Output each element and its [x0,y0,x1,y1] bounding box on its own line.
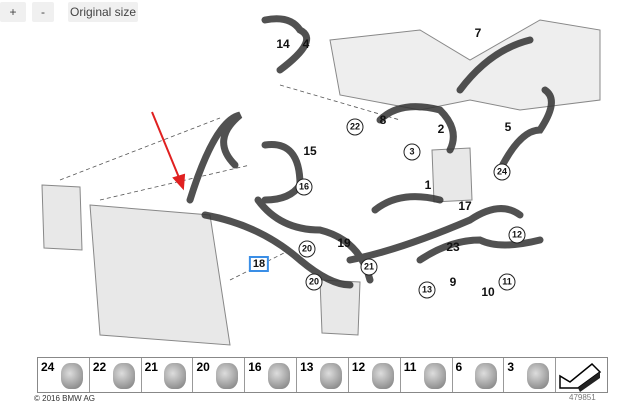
callout-20[interactable]: 20 [305,273,323,291]
callout-15[interactable]: 15 [303,144,317,158]
callout-24[interactable]: 24 [493,163,511,181]
hose [376,103,457,154]
hose [261,141,304,204]
part-icon [371,363,394,389]
auxiliary-radiator [41,184,83,251]
part-icon [216,363,239,389]
hose [201,211,354,289]
red-arrow [151,111,186,191]
expansion-tank [431,147,473,203]
callout-10[interactable]: 10 [481,285,495,299]
callout-4[interactable]: 4 [302,37,310,51]
part-icon [423,363,446,389]
callout-16[interactable]: 16 [295,178,313,196]
callout-18-selected[interactable]: 18 [248,256,270,272]
part-number: 21 [144,360,158,374]
part-icon [268,363,291,389]
hose [371,193,444,214]
engine-block [329,19,601,111]
radiator [89,204,231,346]
part-icon [475,363,498,389]
tank-lower [319,279,361,336]
part-number: 6 [455,360,463,374]
part-number: 20 [196,360,210,374]
hose [456,36,534,94]
callout-13[interactable]: 13 [418,281,436,299]
callout-11[interactable]: 11 [498,273,516,291]
callout-14[interactable]: 14 [276,37,290,51]
part-number: 11 [403,360,417,374]
part-cell[interactable]: 21 [142,358,194,392]
direction-arrow-icon [556,358,607,392]
part-cell[interactable]: 13 [297,358,349,392]
callout-17[interactable]: 17 [458,199,472,213]
part-number: 22 [92,360,107,374]
part-number: 12 [351,360,366,374]
part-cell[interactable]: 6 [453,358,505,392]
part-number: 16 [248,360,262,374]
copyright: © 2016 BMW AG [34,394,96,403]
part-number: 24 [41,360,55,374]
hose [416,236,544,264]
part-number: 3 [507,360,514,374]
callout-9[interactable]: 9 [449,275,457,289]
part-icon [319,363,342,389]
hose [496,86,555,174]
callout-1[interactable]: 1 [424,178,432,192]
callout-5[interactable]: 5 [504,120,512,134]
zoom-out-button[interactable]: - [32,2,54,22]
part-cell[interactable]: 24 [38,358,90,392]
part-icon [527,363,550,389]
hose [346,205,524,264]
callout-22[interactable]: 22 [346,118,364,136]
callout-20[interactable]: 20 [298,240,316,258]
part-number: 13 [300,360,314,374]
callout-8[interactable]: 8 [379,113,387,127]
callout-19[interactable]: 19 [337,236,351,250]
part-cell[interactable]: 16 [245,358,298,392]
part-cell[interactable]: 3 [504,358,557,392]
callout-23[interactable]: 23 [446,240,460,254]
part-icon [112,363,135,389]
original-size-button[interactable]: Original size [68,2,138,22]
part-cell[interactable]: 22 [90,358,142,392]
zoom-in-button[interactable]: + [0,2,26,22]
callout-3[interactable]: 3 [403,143,421,161]
parts-strip: 24 22 21 20 16 13 12 11 6 3 [37,357,608,393]
part-cell[interactable]: 12 [349,358,401,392]
part-cell[interactable]: 20 [193,358,246,392]
hose [186,111,243,204]
hose [261,15,311,74]
part-icon [164,363,187,389]
diagram-number: 479851 [569,393,596,402]
callout-12[interactable]: 12 [508,226,526,244]
part-icon [60,363,83,389]
callout-7[interactable]: 7 [474,26,482,40]
callout-2[interactable]: 2 [437,122,445,136]
callout-21[interactable]: 21 [360,258,378,276]
part-cell[interactable]: 11 [401,358,453,392]
